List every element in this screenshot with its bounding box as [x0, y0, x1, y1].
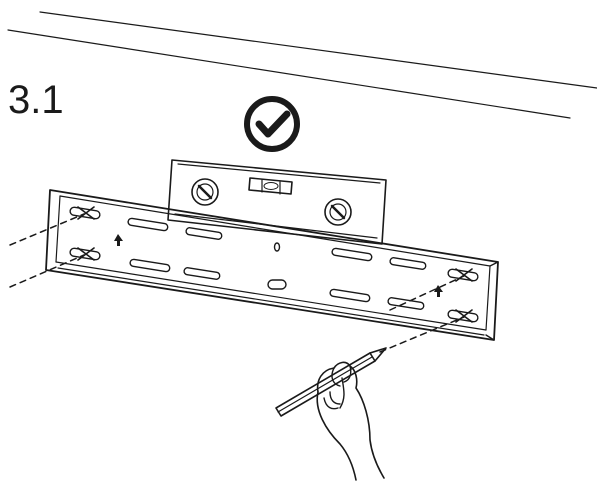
- ceiling-lines: [7, 11, 597, 119]
- bracket-slots: [69, 206, 479, 323]
- checkmark-circle-icon: [244, 96, 300, 152]
- up-arrow-icons: [114, 234, 443, 297]
- dashed-guides: [9, 213, 465, 353]
- wall-bracket: [45, 189, 499, 341]
- pencil-icon: [275, 347, 387, 417]
- hand-with-pencil: [275, 347, 387, 481]
- step-number: 3.1: [8, 78, 64, 122]
- drill-mark-x: [77, 206, 473, 323]
